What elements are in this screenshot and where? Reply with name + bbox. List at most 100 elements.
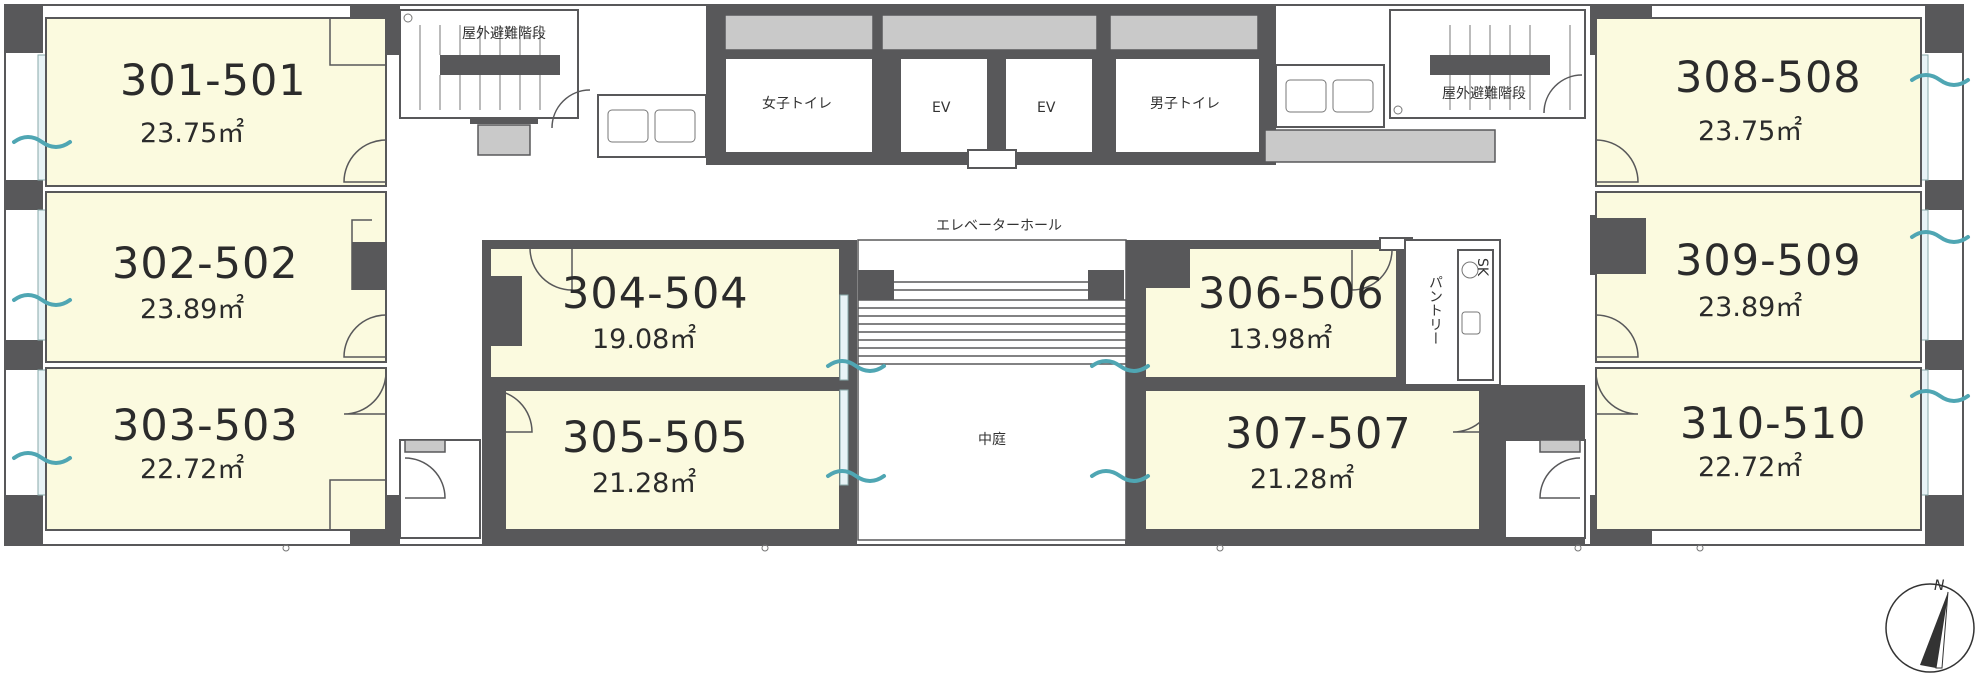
room-notch	[329, 18, 386, 66]
mens-toilet-label: 男子トイレ	[1150, 96, 1220, 112]
elevator-right[interactable]	[1004, 57, 1094, 154]
room-area: 23.75㎡	[1698, 116, 1802, 147]
closet	[490, 276, 522, 346]
door-swing	[404, 457, 446, 499]
door-swing	[489, 389, 533, 433]
machine	[1332, 79, 1374, 113]
stair-treads	[1449, 25, 1571, 110]
room-number: 303-503	[112, 401, 299, 451]
wall-block	[1925, 340, 1963, 370]
stair-treads	[419, 25, 541, 110]
room-305[interactable]	[504, 389, 841, 531]
wall-block	[1925, 5, 1963, 53]
window-strip	[37, 209, 47, 341]
core-strip	[881, 14, 1098, 51]
utility-step	[1539, 439, 1581, 453]
elevator-hall-label: エレベーターホール	[936, 218, 1062, 234]
machine	[1285, 79, 1327, 113]
room-number: 305-505	[562, 413, 749, 463]
room-area: 21.28㎡	[592, 468, 696, 499]
room-number: 307-507	[1225, 409, 1412, 459]
sink-basin	[1461, 261, 1479, 279]
marker-circle	[761, 544, 769, 552]
wall-block	[1925, 495, 1963, 545]
wall-block	[1925, 180, 1963, 210]
compass-letter: N	[1934, 578, 1945, 594]
room-number: 301-501	[120, 56, 307, 106]
utility-right	[1504, 439, 1586, 539]
service-left	[597, 94, 707, 158]
stair-rail	[1430, 55, 1550, 75]
door-swing	[1452, 389, 1496, 433]
wall-block	[5, 340, 43, 370]
stair-marker	[1393, 105, 1403, 115]
stair-rail	[440, 55, 560, 75]
stair-marker	[403, 13, 413, 23]
door-swing	[529, 247, 573, 291]
ev-left-label: EV	[932, 100, 951, 116]
wall-block	[858, 270, 894, 300]
courtyard-area[interactable]	[857, 239, 1127, 541]
door-swing	[343, 371, 387, 415]
marker-circle	[1696, 544, 1704, 552]
door-swing	[1595, 314, 1639, 358]
room-area: 13.98㎡	[1228, 324, 1332, 355]
wall-block	[5, 5, 43, 53]
window-strip	[839, 389, 849, 486]
sk-label: SK	[1474, 258, 1490, 277]
wall-block	[5, 495, 43, 545]
window-strip	[37, 369, 47, 496]
window-strip	[37, 54, 47, 181]
womens-toilet[interactable]	[724, 57, 874, 154]
door-swing	[1595, 139, 1639, 183]
counter-right	[1264, 129, 1496, 163]
room-area: 19.08㎡	[592, 324, 696, 355]
wall-block	[5, 180, 43, 210]
door-swing	[1595, 371, 1639, 415]
room-number: 304-504	[562, 269, 749, 319]
door-swing	[1539, 457, 1581, 499]
utility-left	[399, 439, 481, 539]
room-304[interactable]	[489, 247, 841, 379]
door-swing	[551, 89, 591, 129]
stairs-right-label: 屋外避難階段	[1442, 86, 1526, 102]
window-strip	[839, 294, 849, 381]
room-number: 310-510	[1680, 399, 1867, 449]
room-number: 308-508	[1675, 53, 1862, 103]
compass-icon: N	[1885, 578, 1975, 673]
wall-block	[470, 118, 538, 124]
marker-circle	[1574, 544, 1582, 552]
marker-circle	[1216, 544, 1224, 552]
room-307[interactable]	[1144, 389, 1481, 531]
room-number: 306-506	[1198, 269, 1385, 319]
marker-circle	[282, 544, 290, 552]
closet-outline	[351, 219, 372, 290]
room-number: 302-502	[112, 239, 299, 289]
courtyard-label: 中庭	[978, 431, 1006, 448]
room-area: 21.28㎡	[1250, 464, 1354, 495]
door-swing	[1351, 249, 1393, 291]
room-302[interactable]	[45, 191, 387, 363]
room-area: 22.72㎡	[140, 454, 244, 485]
machine	[654, 109, 696, 143]
core-step	[967, 149, 1017, 169]
room-308[interactable]	[1595, 17, 1922, 187]
mens-toilet[interactable]	[1114, 57, 1261, 154]
room-area: 23.75㎡	[140, 118, 244, 149]
wall-block	[1125, 240, 1190, 288]
closet	[352, 242, 386, 290]
room-area: 23.89㎡	[140, 294, 244, 325]
room-area: 23.89㎡	[1698, 292, 1802, 323]
womens-toilet-label: 女子トイレ	[762, 95, 832, 112]
room-310[interactable]	[1595, 367, 1922, 531]
closet	[1596, 218, 1646, 274]
core-strip	[1109, 14, 1259, 51]
utility-step	[404, 439, 446, 453]
room-309[interactable]	[1595, 191, 1922, 363]
machine	[607, 109, 649, 143]
elevator-left[interactable]	[899, 57, 989, 154]
door-swing	[1543, 74, 1583, 114]
core-strip	[724, 14, 874, 51]
room-notch	[329, 479, 386, 530]
